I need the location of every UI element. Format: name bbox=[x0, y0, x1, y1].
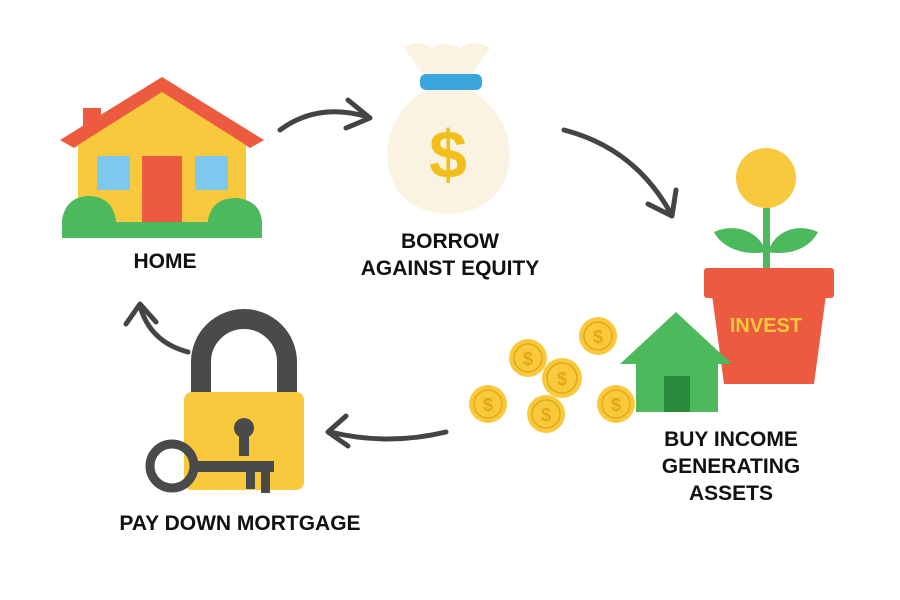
curved-arrow-icon bbox=[561, 127, 679, 219]
padlock-shackle bbox=[191, 309, 297, 398]
bag-tie bbox=[420, 74, 482, 90]
house-roof bbox=[60, 77, 264, 148]
svg-text:$: $ bbox=[483, 395, 493, 415]
padlock-key-icon bbox=[145, 309, 304, 493]
pot-body bbox=[712, 295, 826, 384]
small-house-roof bbox=[620, 312, 732, 364]
plant-pot-icon: INVEST bbox=[704, 148, 834, 384]
dollar-coin-icon: $ bbox=[579, 317, 617, 355]
curved-arrow-icon bbox=[325, 413, 449, 449]
home-label: HOME bbox=[100, 248, 230, 275]
svg-text:$: $ bbox=[557, 369, 567, 389]
key-icon bbox=[145, 439, 274, 493]
arrow-borrow-to-invest bbox=[561, 127, 673, 215]
key-tooth-1 bbox=[246, 471, 255, 489]
buy-assets-label-line1: BUY INCOME bbox=[664, 428, 798, 451]
bag-body bbox=[387, 90, 510, 214]
leaf-right bbox=[768, 228, 818, 254]
arrowhead-pay-to-home bbox=[123, 301, 159, 327]
curved-arrow-icon bbox=[277, 97, 373, 133]
key-tooth-2 bbox=[261, 471, 270, 493]
house-window-right bbox=[195, 156, 228, 190]
pay-mortgage-label-text: PAY DOWN MORTGAGE bbox=[119, 512, 361, 535]
borrow-label: BORROW AGAINST EQUITY bbox=[335, 228, 565, 282]
arrow-pay-to-home bbox=[137, 303, 191, 355]
key-shaft bbox=[190, 461, 274, 472]
dollar-coin-icon: $ bbox=[527, 395, 565, 433]
arrowhead-borrow-to-invest bbox=[645, 187, 679, 219]
arrowhead-home-to-borrow bbox=[343, 97, 373, 131]
money-bag-icon: $ bbox=[387, 43, 510, 214]
flower-coin bbox=[736, 148, 796, 208]
dollar-coin-icon: $ bbox=[597, 385, 635, 423]
curved-arrow-icon bbox=[123, 301, 191, 355]
dollar-coin-icon: $ bbox=[469, 385, 507, 423]
arrowhead-invest-to-pay bbox=[325, 413, 351, 449]
svg-text:$: $ bbox=[541, 405, 551, 425]
house-door bbox=[142, 156, 182, 222]
borrow-label-line2: AGAINST EQUITY bbox=[360, 257, 540, 280]
bag-top bbox=[404, 43, 490, 78]
buy-assets-label-line3: ASSETS bbox=[688, 482, 774, 505]
bag-dollar-sign: $ bbox=[429, 117, 467, 193]
dollar-coin-icon: $ bbox=[509, 339, 547, 377]
house-icon bbox=[60, 77, 264, 238]
pot-rim bbox=[704, 268, 834, 298]
arrow-invest-to-pay bbox=[327, 429, 449, 442]
house-ground bbox=[62, 222, 262, 238]
arrow-home-to-borrow bbox=[277, 109, 371, 133]
svg-text:$: $ bbox=[523, 349, 533, 369]
leaf-left bbox=[714, 228, 766, 254]
coins-group: $ $ $ $ $ bbox=[469, 317, 635, 433]
svg-text:$: $ bbox=[611, 395, 621, 415]
dollar-coin-icon: $ bbox=[542, 358, 582, 398]
svg-text:$: $ bbox=[593, 327, 603, 347]
plant-stem bbox=[763, 190, 770, 270]
house-window-left bbox=[97, 156, 130, 190]
keyhole-slot bbox=[239, 432, 249, 456]
pay-mortgage-label: PAY DOWN MORTGAGE bbox=[90, 510, 390, 537]
small-house-icon bbox=[620, 312, 732, 412]
buy-assets-label-line2: GENERATING bbox=[661, 455, 801, 478]
borrow-label-line1: BORROW bbox=[401, 230, 499, 253]
buy-assets-label: BUY INCOME GENERATING ASSETS bbox=[626, 426, 836, 507]
pot-invest-text: INVEST bbox=[730, 315, 802, 337]
home-label-text: HOME bbox=[133, 250, 197, 273]
small-house-door bbox=[664, 376, 690, 412]
